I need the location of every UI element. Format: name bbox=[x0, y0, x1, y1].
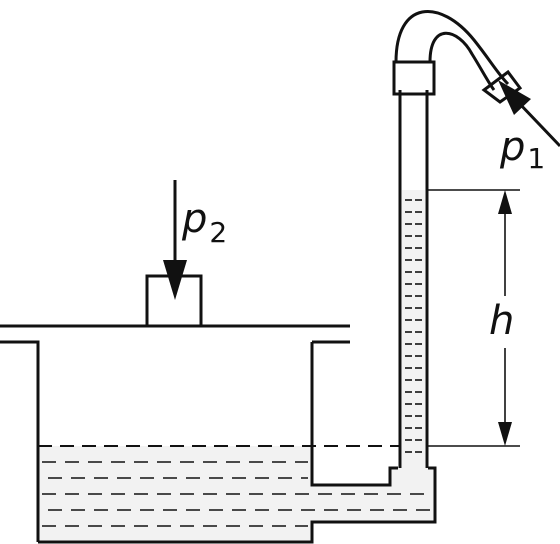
pressure-p2-arrow bbox=[163, 180, 187, 300]
reservoir-liquid bbox=[38, 445, 435, 542]
p1-label: p1 bbox=[499, 124, 545, 175]
liquid-hatching bbox=[42, 461, 430, 527]
height-dimension bbox=[427, 189, 520, 447]
p2-label: p2 bbox=[181, 196, 227, 249]
h-label: h bbox=[489, 298, 514, 344]
tube-liquid-hatching bbox=[405, 199, 422, 453]
manometer-tube bbox=[392, 60, 436, 468]
pressure-p1-arrow bbox=[498, 80, 560, 148]
connecting-hose bbox=[394, 10, 523, 104]
